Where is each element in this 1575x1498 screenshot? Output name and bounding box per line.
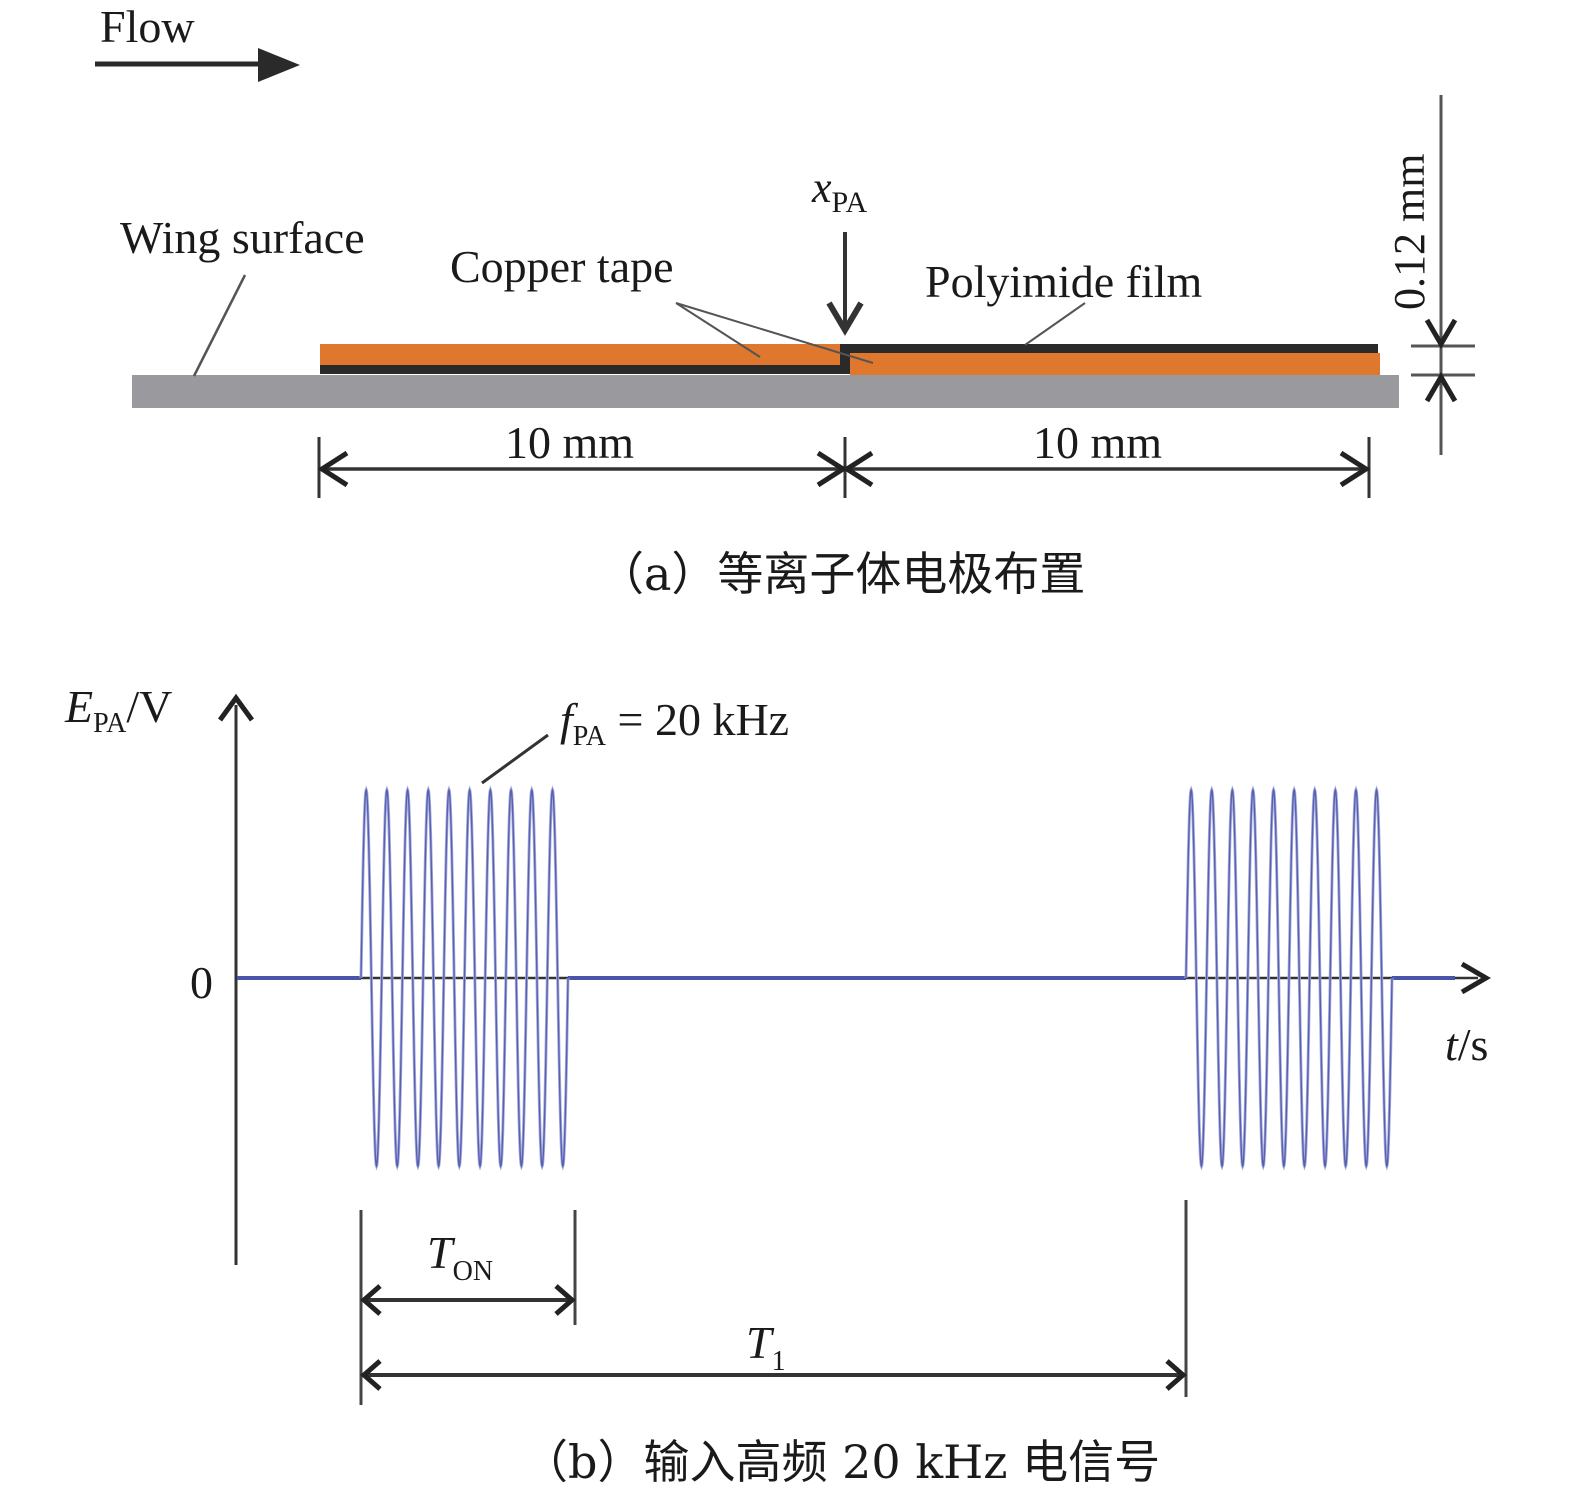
- ton-base: T: [427, 1227, 456, 1278]
- flow-arrow-icon: [95, 48, 300, 82]
- signal-trace: [237, 785, 1455, 1171]
- ton-label: TON: [427, 1227, 493, 1287]
- encapsulated-copper-electrode: [850, 353, 1380, 375]
- xpa-subscript: PA: [832, 186, 868, 219]
- copper-tape-label: Copper tape: [450, 241, 674, 292]
- wing-surface-label: Wing surface: [120, 212, 365, 263]
- t1-base: T: [746, 1317, 775, 1368]
- y-axis-arrow-icon: [217, 693, 255, 722]
- polyimide-leader-line: [1024, 302, 1086, 346]
- y-label-base: E: [64, 681, 93, 732]
- left-length-label: 10 mm: [505, 417, 634, 468]
- y-label-unit: /V: [126, 681, 172, 732]
- freq-value: = 20 kHz: [606, 694, 789, 745]
- x-label-unit: /s: [1458, 1019, 1489, 1070]
- wing-leader-line: [192, 274, 247, 377]
- y-label-subscript: PA: [93, 708, 127, 739]
- ton-subscript: ON: [453, 1256, 493, 1287]
- panel-a-caption: （a）等离子体电极布置: [598, 547, 1085, 601]
- polyimide-film: [840, 344, 1378, 353]
- xpa-arrow-icon: [826, 232, 864, 336]
- x-axis-label: t/s: [1445, 1019, 1488, 1070]
- xpa-base: x: [811, 163, 832, 212]
- wing-surface: [132, 375, 1399, 408]
- t1-subscript: 1: [772, 1346, 786, 1377]
- xpa-label: xPA: [811, 163, 867, 219]
- t1-label: T1: [746, 1317, 786, 1377]
- length-dimension-lines: [317, 437, 1371, 498]
- right-length-label: 10 mm: [1033, 417, 1162, 468]
- x-label-base: t: [1445, 1019, 1459, 1070]
- panel-b-caption: （b）输入高频 20 kHz 电信号: [522, 1435, 1160, 1489]
- exposed-copper-electrode: [320, 344, 848, 365]
- freq-label: fPA = 20 kHz: [560, 694, 789, 752]
- copper-leader-line-2: [675, 302, 874, 364]
- thickness-dimension: [1411, 95, 1475, 455]
- signal-burst-1: [360, 787, 569, 1169]
- dielectric-under-exposed-electrode: [320, 365, 848, 374]
- period-dimensions: [359, 1200, 1188, 1405]
- freq-leader-line: [481, 733, 549, 785]
- dielectric-step: [840, 344, 850, 374]
- panel-b: EPA/V 0 t/s fPA = 20 kHz TON T1 （b）输入高频 …: [64, 681, 1491, 1489]
- y-axis: [217, 693, 255, 1265]
- flow-label: Flow: [100, 1, 195, 52]
- thickness-label: 0.12 mm: [1385, 154, 1434, 310]
- freq-subscript: PA: [573, 721, 607, 752]
- panel-a: Flow Wing surface Copper tape Polyimide …: [95, 1, 1475, 601]
- signal-burst-2: [1185, 787, 1393, 1169]
- copper-leader-line-1: [675, 302, 761, 358]
- y-axis-label: EPA/V: [64, 681, 172, 739]
- x-axis-arrow-icon: [1460, 961, 1491, 995]
- zero-tick-label: 0: [190, 957, 213, 1008]
- polyimide-label: Polyimide film: [925, 256, 1203, 307]
